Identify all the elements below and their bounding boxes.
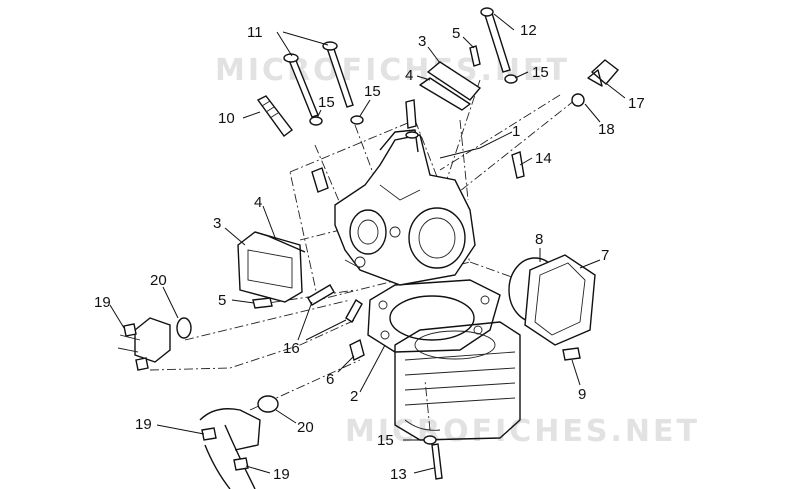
bolt-9 [562, 347, 581, 361]
watermark-top: MICROFICHES.NET [215, 53, 570, 88]
callout-19-middle: 19 [135, 416, 152, 433]
callout-15-center: 15 [364, 83, 381, 100]
washers [309, 74, 518, 445]
callout-2: 2 [350, 388, 358, 405]
callout-18: 18 [598, 121, 615, 138]
callout-9: 9 [578, 386, 586, 403]
long-bolt-top [480, 7, 511, 73]
callout-14: 14 [535, 150, 552, 167]
cylinder-block [394, 321, 521, 441]
callout-5-top: 5 [452, 25, 460, 42]
callout-17: 17 [628, 95, 645, 112]
callout-19-lower: 19 [273, 466, 290, 483]
callout-4-left: 4 [254, 194, 262, 211]
callout-4-top: 4 [405, 67, 413, 84]
callout-1: 1 [512, 123, 520, 140]
head-gasket [367, 279, 501, 353]
callout-6: 6 [326, 371, 334, 388]
dowel-pins-head [311, 99, 419, 193]
springs [307, 284, 363, 324]
bolt-14 [511, 151, 525, 179]
callout-labels: 11 3 5 12 4 15 17 10 15 15 1 18 14 4 3 8… [94, 22, 645, 483]
callout-20-upper: 20 [150, 272, 167, 289]
callout-15-lower: 15 [377, 432, 394, 449]
callout-12: 12 [520, 22, 537, 39]
callout-10: 10 [218, 110, 235, 127]
sleeve-6 [349, 338, 365, 362]
left-valve-cover [237, 231, 306, 303]
leader-lines [109, 13, 626, 474]
spark-plug [256, 95, 293, 137]
callout-15-right: 15 [532, 64, 549, 81]
callout-16: 16 [283, 340, 300, 357]
left-screw [252, 297, 273, 309]
callout-8: 8 [535, 231, 543, 248]
cylinder-head [334, 129, 476, 286]
watermark-bottom: MICROFICHES.NET [345, 414, 700, 449]
bolt-13 [431, 443, 443, 480]
intake-flange-upper [117, 317, 192, 371]
callout-20-lower: 20 [297, 419, 314, 436]
callout-7: 7 [601, 247, 609, 264]
callout-13: 13 [390, 466, 407, 483]
temperature-sensor [571, 59, 620, 107]
callout-11: 11 [247, 24, 263, 41]
right-side-cover [508, 254, 596, 346]
upper-cover [419, 61, 482, 111]
callout-3-top: 3 [418, 33, 426, 50]
callout-3-left: 3 [213, 215, 221, 232]
callout-5-left: 5 [218, 292, 226, 309]
callout-19-upper: 19 [94, 294, 111, 311]
callout-15-left: 15 [318, 94, 335, 111]
top-screw [469, 45, 481, 67]
intake-pipe-lower [199, 395, 279, 489]
